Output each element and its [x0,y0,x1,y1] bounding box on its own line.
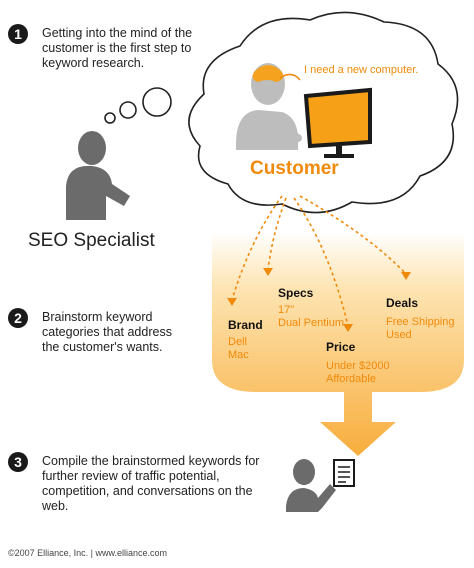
category-price-item: Under $2000 [326,360,390,372]
funnel-arrow [212,232,464,456]
step-2-badge: 2 [8,308,28,328]
speech-line [279,73,301,81]
step-1-badge: 1 [8,24,28,44]
category-specs-item: 17" [278,304,295,316]
category-specs-title: Specs [278,286,314,300]
category-deals-title: Deals [386,296,419,310]
customer-figure [236,63,302,150]
speech-text: I need a new computer. [304,64,419,76]
thought-bubble-medium [119,101,137,119]
category-deals-item: Free Shipping [386,316,455,328]
category-deals-item: Used [386,329,412,341]
category-specs-item: Dual Pentium [278,317,345,329]
category-brand-title: Brand [228,318,263,332]
category-price-title: Price [326,340,356,354]
category-brand-item: Mac [228,349,249,361]
monitor-icon [303,87,372,158]
seo-specialist-label: SEO Specialist [28,230,155,251]
category-brand-item: Dell [228,336,247,348]
step-1-text: Getting into the mind of the customer is… [42,26,193,70]
step-3-badge: 3 [8,452,28,472]
arrow-heads [227,268,411,332]
thought-bubble-large [142,87,172,117]
dashed-arrows [231,195,407,327]
reviewer-figure [286,459,336,512]
footer-credit: ©2007 Elliance, Inc. | www.elliance.com [8,548,168,558]
customer-label: Customer [250,158,339,179]
seo-specialist-figure [66,131,130,220]
step-2-text: Brainstorm keyword categories that addre… [42,310,172,354]
step-3-text: Compile the brainstormed keywords for fu… [42,454,260,513]
category-price-item: Affordable [326,373,376,385]
thought-bubble-small [104,112,116,124]
document-icon [333,459,355,487]
